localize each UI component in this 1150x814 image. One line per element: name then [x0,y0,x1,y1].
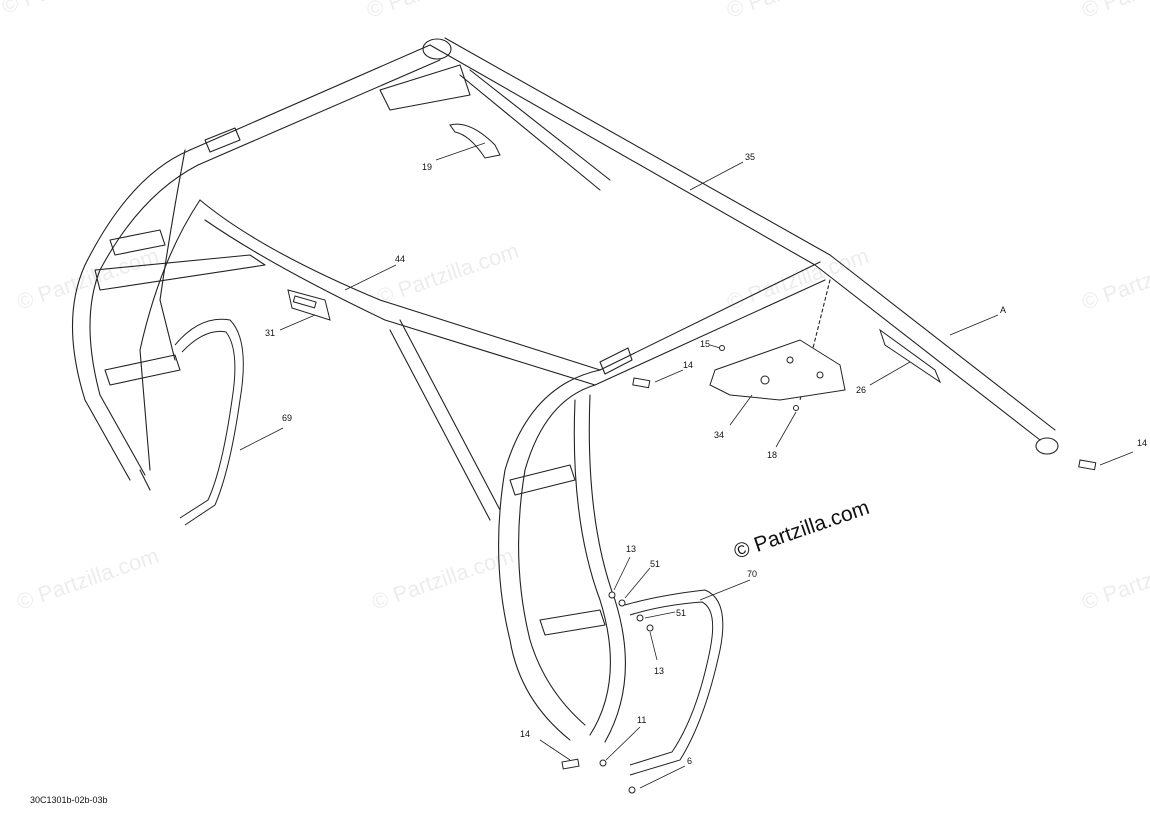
diagram-code: 30C1301b-02b-03b [30,795,108,805]
callout-label: 51 [650,559,660,569]
grab-handle-69-inner [179,330,236,519]
washer-51 [618,599,626,607]
callout-label: 6 [687,756,692,766]
watermark: © Partzilla.com [0,0,147,19]
watermark: © Partzilla.com [363,0,511,23]
grab-handle-69 [174,318,244,526]
watermark: © Partzilla.com [1078,243,1150,315]
callout-label: 11 [637,715,646,725]
bracket-34 [709,339,846,401]
watermark: © Partzilla.com [13,243,161,315]
nut-13 [608,591,616,599]
bolt-14 [1078,459,1097,471]
callout-label: 14 [1137,438,1147,448]
callout-label: 35 [745,152,755,162]
watermark: © Partzilla.com [373,238,521,310]
bracket-34-hole [786,356,794,364]
screw-18 [793,405,799,411]
bracket-19 [449,123,501,159]
small-parts [174,123,1097,794]
bolt-14 [632,377,651,389]
callout-label: 51 [676,608,686,618]
screw-6 [628,786,636,794]
callout-label: 19 [422,162,432,172]
bracket-34-hole [760,375,770,385]
callout-label: 13 [654,666,664,676]
grab-handle-70-inner [629,601,714,766]
grab-handle-70 [624,589,724,776]
callout-label: 14 [520,729,530,739]
watermark: © Partzilla.com [1078,543,1150,615]
nut-15 [719,345,725,351]
callout-label: 18 [767,450,777,460]
bracket-31-slot [292,295,317,309]
watermark: © Partzilla.com [723,243,871,315]
plate-26 [879,328,942,384]
nut-11 [599,759,607,767]
watermark: © Partzilla.com [368,543,516,615]
roll-cage-frame [71,37,1059,743]
callout-label: 14 [683,360,693,370]
callout-label: 34 [714,430,724,440]
callout-label: 44 [395,254,405,264]
nut-13 [646,624,654,632]
callout-label: 69 [282,413,292,423]
bolt-14 [561,758,580,770]
callout-label: 26 [856,385,866,395]
callout-layer: 19 35 44 31 A 15 14 26 34 18 14 69 13 51… [239,142,1147,789]
callout-label: 70 [747,569,757,579]
watermark: © Partzilla.com [1078,0,1150,23]
watermark: © Partzilla.com [13,543,161,615]
callout-label: A [1000,305,1006,315]
callout-label: 15 [700,339,710,349]
watermark-layer: © Partzilla.com © Partzilla.com © Partzi… [0,0,1150,615]
bracket-34-hole [816,371,824,379]
callout-label: 13 [626,544,636,554]
callout-label: 31 [265,328,275,338]
washer-51 [636,614,644,622]
watermark: © Partzilla.com [723,0,871,23]
